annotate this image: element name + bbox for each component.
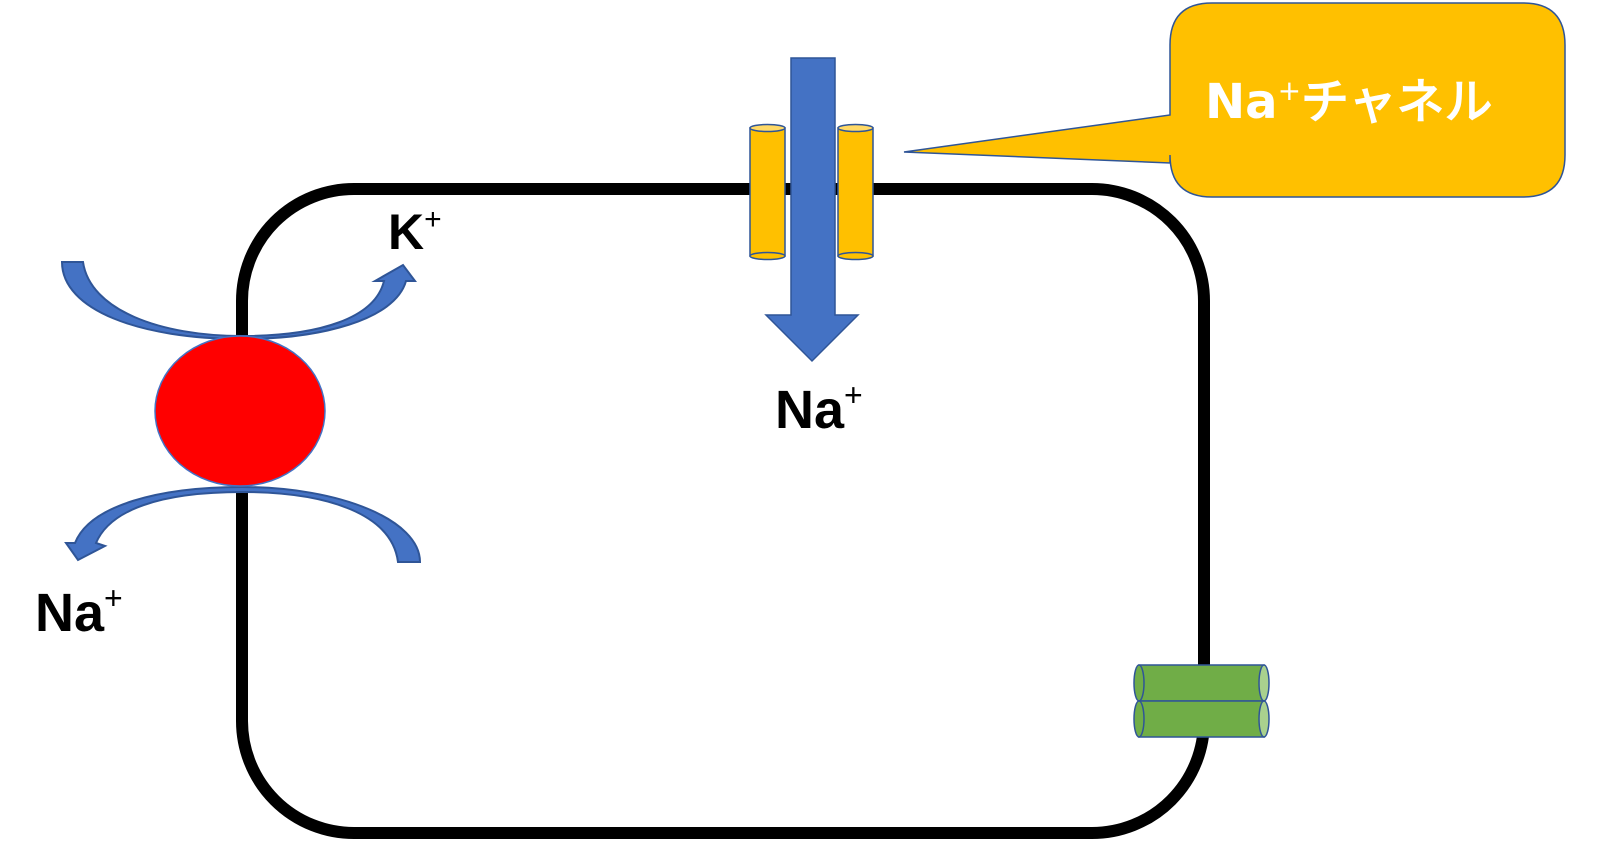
cell-membrane <box>236 183 1210 839</box>
na-ion-label-top: Na+ <box>775 377 863 440</box>
green-channel <box>1133 664 1270 738</box>
na-channel-left-cylinder <box>749 123 786 261</box>
sodium-potassium-pump <box>154 335 326 487</box>
na-channel-right-cylinder <box>837 123 874 261</box>
na-channel-callout-bubble <box>903 2 1566 198</box>
na-channel-callout-label: Na+チャネル <box>1205 74 1493 130</box>
na-ion-label-left: Na+ <box>35 580 123 643</box>
na-influx-arrow <box>764 57 860 363</box>
na-efflux-arrow <box>64 485 422 563</box>
k-ion-label: K+ <box>388 203 442 260</box>
k-influx-arrow <box>60 261 417 341</box>
